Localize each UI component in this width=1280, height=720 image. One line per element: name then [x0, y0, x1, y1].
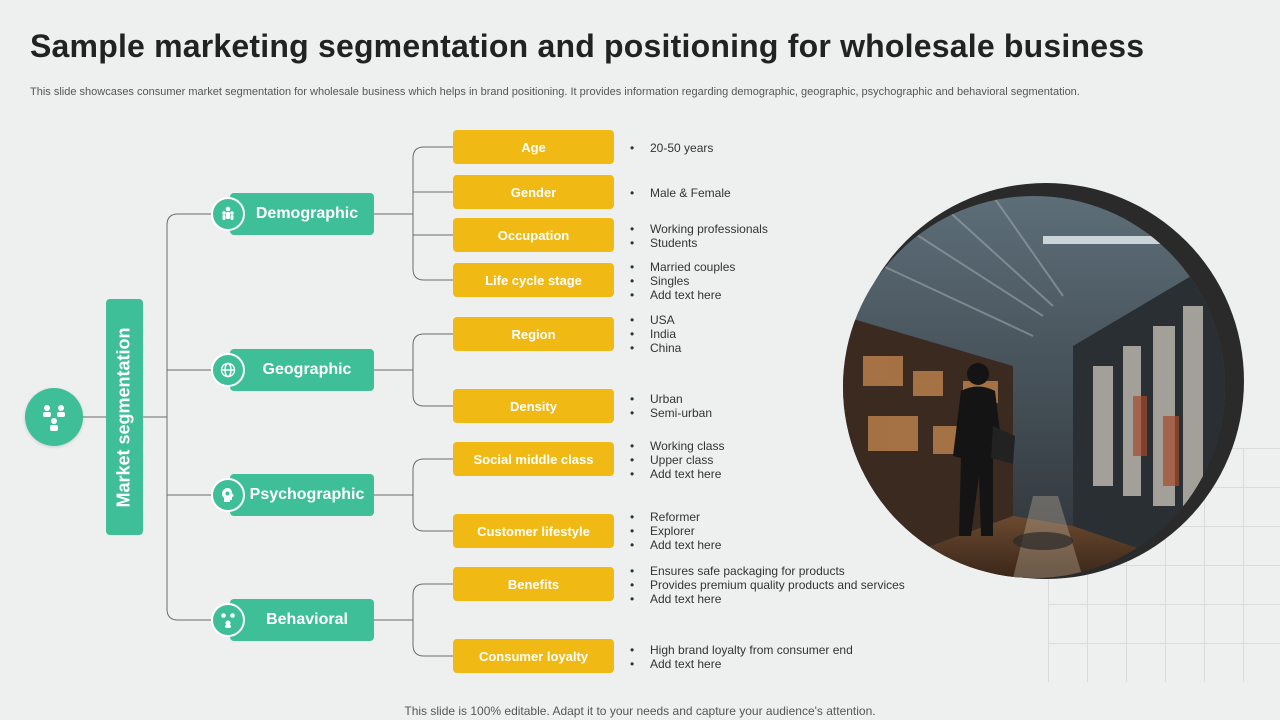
head-brain-icon [211, 478, 245, 512]
region-bullets: USA India China [630, 313, 681, 355]
pill-region: Region [453, 317, 614, 351]
market-aisle-photo [843, 196, 1225, 578]
category-label: Geographic [262, 361, 352, 378]
benefits-bullets: Ensures safe packaging for products Prov… [630, 564, 905, 606]
bullet-item: Reformer [630, 510, 721, 524]
bullet-item: Add text here [630, 592, 905, 606]
pill-social-middle-class: Social middle class [453, 442, 614, 476]
bullet-item: Upper class [630, 453, 724, 467]
market-segmentation-bar: Market segmentation [106, 299, 143, 535]
lifestyle-bullets: Reformer Explorer Add text here [630, 510, 721, 552]
bullet-item: Add text here [630, 538, 721, 552]
bullet-item: USA [630, 313, 681, 327]
occupation-bullets: Working professionals Students [630, 222, 768, 250]
family-icon [211, 197, 245, 231]
bullet-item: Provides premium quality products and se… [630, 578, 905, 592]
pill-benefits: Benefits [453, 567, 614, 601]
pill-age: Age [453, 130, 614, 164]
bullet-item: Male & Female [630, 186, 731, 200]
pill-customer-lifestyle: Customer lifestyle [453, 514, 614, 548]
pill-consumer-loyalty: Consumer loyalty [453, 639, 614, 673]
bullet-item: 20-50 years [630, 141, 713, 155]
category-demographic: Demographic [230, 193, 374, 235]
bullet-item: Working class [630, 439, 724, 453]
bullet-item: Add text here [630, 288, 735, 302]
age-bullets: 20-50 years [630, 141, 713, 155]
life-cycle-bullets: Married couples Singles Add text here [630, 260, 735, 302]
category-geographic: Geographic [230, 349, 374, 391]
bullet-item: Married couples [630, 260, 735, 274]
bullet-item: Urban [630, 392, 712, 406]
social-class-bullets: Working class Upper class Add text here [630, 439, 724, 481]
gender-bullets: Male & Female [630, 186, 731, 200]
page-subtitle: This slide showcases consumer market seg… [30, 86, 1080, 98]
bullet-item: Students [630, 236, 768, 250]
market-segmentation-label: Market segmentation [114, 326, 135, 508]
root-people-icon-circle [25, 388, 83, 446]
density-bullets: Urban Semi-urban [630, 392, 712, 420]
category-label: Behavioral [266, 611, 348, 628]
footer-note: This slide is 100% editable. Adapt it to… [404, 704, 876, 718]
loyalty-bullets: High brand loyalty from consumer end Add… [630, 643, 853, 671]
category-behavioral: Behavioral [230, 599, 374, 641]
bullet-item: Explorer [630, 524, 721, 538]
bullet-item: Add text here [630, 467, 724, 481]
pill-occupation: Occupation [453, 218, 614, 252]
category-label: Psychographic [249, 486, 365, 503]
people-network-icon [211, 603, 245, 637]
pill-density: Density [453, 389, 614, 423]
bullet-item: Ensures safe packaging for products [630, 564, 905, 578]
pill-life-cycle-stage: Life cycle stage [453, 263, 614, 297]
page-title: Sample marketing segmentation and positi… [30, 28, 1145, 64]
category-label: Demographic [255, 205, 359, 222]
bullet-item: Working professionals [630, 222, 768, 236]
bullet-item: Semi-urban [630, 406, 712, 420]
category-psychographic: Psychographic [230, 474, 374, 516]
bullet-item: High brand loyalty from consumer end [630, 643, 853, 657]
bullet-item: India [630, 327, 681, 341]
globe-icon [211, 353, 245, 387]
bullet-item: Singles [630, 274, 735, 288]
pill-gender: Gender [453, 175, 614, 209]
bullet-item: Add text here [630, 657, 853, 671]
bullet-item: China [630, 341, 681, 355]
people-group-icon [43, 405, 65, 431]
